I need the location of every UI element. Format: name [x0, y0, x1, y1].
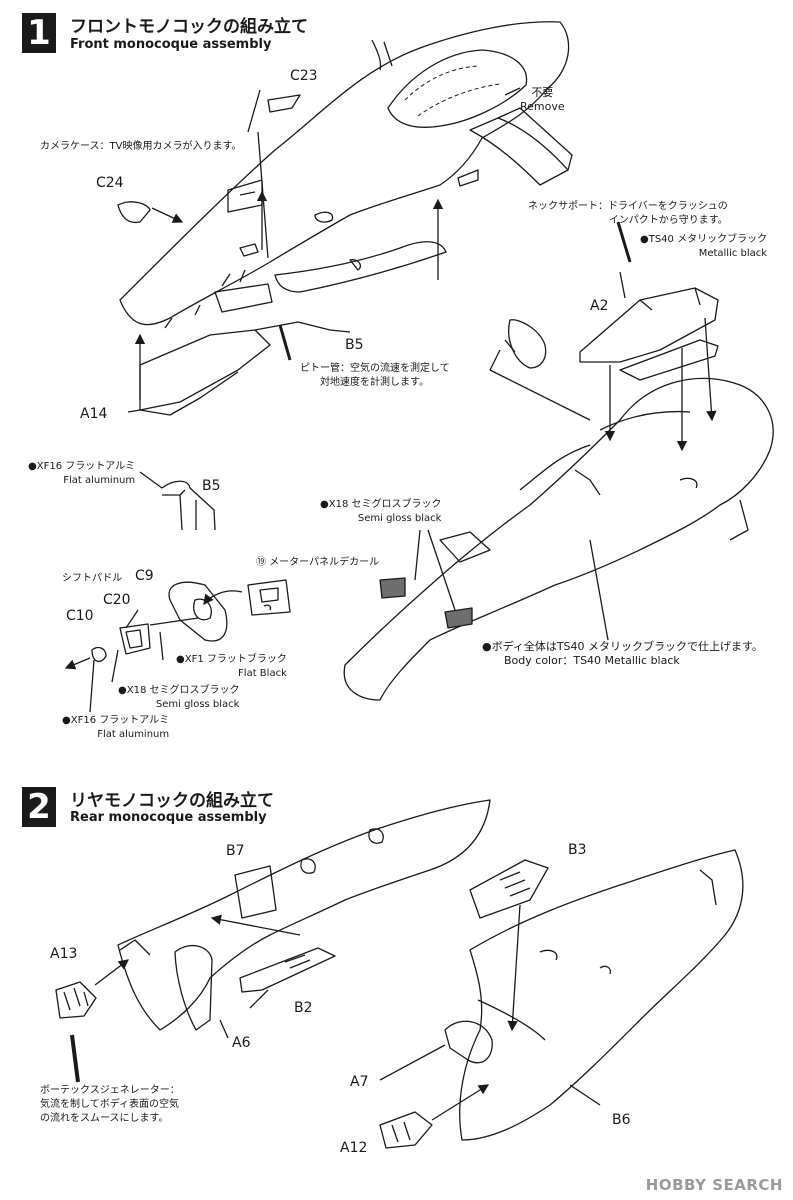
remove-note-jp: 不要 [531, 86, 554, 99]
x18-paint-note-a: ●X18 セミグロスブラック Semi gloss black [118, 684, 239, 712]
pitot-tube-note-2: 対地速度を計測します。 [320, 377, 429, 388]
neck-support-drawing [579, 287, 719, 381]
camera-case-note: カメラケース：TV映像用カメラが入ります。 [40, 141, 242, 152]
ts40-paint-note: ●TS40 メタリックブラック Metallic black [640, 233, 767, 261]
remove-note: 不要 Remove [520, 86, 565, 114]
x18-paint-note-b: ●X18 セミグロスブラック Semi gloss black [320, 498, 441, 526]
part-label-a7: A7 [350, 1074, 369, 1090]
remove-note-en: Remove [520, 100, 565, 113]
pitot-tube-note: ピトー管：空気の流速を測定して 対地速度を計測します。 [300, 362, 450, 390]
meter-decal-label: メーターパネルデカール [269, 557, 380, 568]
steering-wheel-drawing [91, 579, 291, 662]
part-label-c23: C23 [290, 68, 318, 84]
body-color-note: ●ボディ全体はTS40 メタリックブラックで仕上げます。 Body color：… [482, 640, 763, 668]
step-1-title-jp: フロントモノコックの組み立て [70, 17, 308, 37]
hobby-search-watermark: HOBBY SEARCH [645, 1176, 783, 1194]
ts40-paint-jp: ●TS40 メタリックブラック [640, 234, 768, 245]
shift-paddle-note: シフトパドル [62, 573, 123, 584]
x18-paint-a-en: Semi gloss black [155, 699, 240, 710]
part-label-c24: C24 [96, 175, 124, 191]
part-label-b2: B2 [294, 1000, 313, 1016]
part-label-c20: C20 [103, 592, 131, 608]
neck-support-note-2: インパクトから守ります。 [608, 215, 728, 226]
x18-paint-b-jp: ●X18 セミグロスブラック [320, 499, 442, 510]
xf1-paint-note: ●XF1 フラットブラック Flat Black [176, 653, 287, 681]
a12-part-drawing [379, 1111, 433, 1149]
a7-part-drawing [444, 1020, 493, 1064]
vortex-note-1: ボーテックスジェネレーター： [40, 1085, 180, 1096]
step-2-title-en: Rear monocoque assembly [70, 810, 267, 825]
part-label-a12: A12 [340, 1140, 368, 1156]
a13-part-drawing [55, 981, 97, 1019]
b2-part-drawing [239, 947, 336, 993]
rear-body-drawing [343, 377, 774, 701]
part-label-a13: A13 [50, 946, 78, 962]
ts40-paint-en: Metallic black [698, 248, 768, 259]
part-label-b6: B6 [612, 1112, 631, 1128]
part-label-b3: B3 [568, 842, 587, 858]
part-label-c10: C10 [66, 608, 94, 624]
xf16-paint-a-en: Flat aluminum [63, 475, 136, 486]
decal-number: ⑲ [256, 557, 266, 568]
x18-paint-b-en: Semi gloss black [357, 513, 442, 524]
b3-part-drawing [469, 859, 549, 919]
xf16-paint-b-jp: ●XF16 フラットアルミ [62, 715, 170, 726]
xf1-paint-en: Flat Black [238, 668, 287, 679]
part-label-c9: C9 [135, 568, 154, 584]
xf16-paint-note-b: ●XF16 フラットアルミ Flat aluminum [62, 714, 169, 742]
part-label-b5-detail: B5 [202, 478, 221, 494]
rear-monocoque-left-drawing [117, 799, 491, 1031]
part-label-a14: A14 [80, 406, 108, 422]
rear-monocoque-right-drawing [459, 849, 744, 1141]
neck-support-note-1: ネックサポート：ドライバーをクラッシュの [528, 201, 728, 212]
xf16-paint-a-jp: ●XF16 フラットアルミ [28, 461, 136, 472]
body-color-en: Body color：TS40 Metallic black [504, 654, 680, 667]
neck-support-note: ネックサポート：ドライバーをクラッシュの インパクトから守ります。 [528, 200, 728, 228]
x18-paint-a-jp: ●X18 セミグロスブラック [118, 685, 240, 696]
part-label-a2: A2 [590, 298, 609, 314]
xf16-paint-note-a: ●XF16 フラットアルミ Flat aluminum [28, 460, 135, 488]
part-label-a6: A6 [232, 1035, 251, 1051]
xf1-paint-jp: ●XF1 フラットブラック [176, 654, 287, 665]
part-label-b5: B5 [345, 337, 364, 353]
front-monocoque-drawing [117, 21, 573, 416]
pitot-tube-note-1: ピトー管：空気の流速を測定して [300, 363, 450, 374]
vortex-note-2: 気流を制してボディ表面の空気 [40, 1099, 179, 1110]
meter-decal-note: ⑲ メーターパネルデカール [256, 556, 379, 570]
vortex-note-3: の流れをスムースにします。 [40, 1113, 169, 1124]
b5-detail-drawing [161, 480, 216, 531]
part-label-b7: B7 [226, 843, 245, 859]
step-2-number: 2 [22, 787, 56, 827]
xf16-paint-b-en: Flat aluminum [97, 729, 170, 740]
step-1-number: 1 [22, 13, 56, 53]
step-1-title-en: Front monocoque assembly [70, 37, 272, 52]
body-color-jp: ●ボディ全体はTS40 メタリックブラックで仕上げます。 [482, 640, 763, 653]
step-2-title-jp: リヤモノコックの組み立て [70, 791, 274, 811]
vortex-generator-note: ボーテックスジェネレーター： 気流を制してボディ表面の空気 の流れをスムースにし… [40, 1084, 180, 1126]
